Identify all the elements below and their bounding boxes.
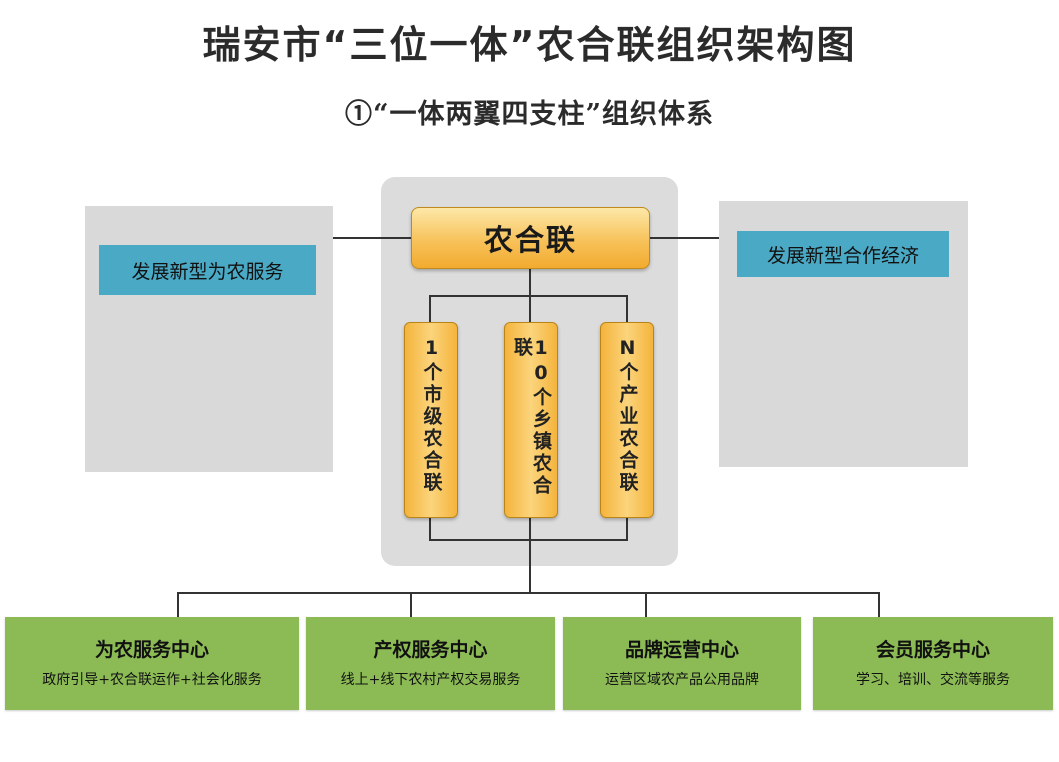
pillar-township: 10个乡镇农合联 xyxy=(504,322,558,518)
center-property-rights: 产权服务中心 线上+线下农村产权交易服务 xyxy=(306,617,555,710)
pillar-industry-label: N个产业农合联 xyxy=(616,337,639,494)
connector-centers-bar xyxy=(177,592,880,594)
center-desc: 政府引导+农合联运作+社会化服务 xyxy=(42,672,262,688)
connector-trunk xyxy=(529,539,531,594)
connector-pillars-bottom xyxy=(429,539,628,541)
connector-pillars-top xyxy=(429,295,628,297)
connector-pillar3-top xyxy=(626,295,628,322)
hub-node: 农合联 xyxy=(411,207,650,269)
connector-pillar2-top xyxy=(529,295,531,322)
connector-pillar2-bottom xyxy=(529,516,531,540)
center-desc: 运营区域农产品公用品牌 xyxy=(605,672,759,688)
pillar-township-label: 10个乡镇农合联 xyxy=(511,337,552,497)
pillar-industry: N个产业农合联 xyxy=(600,322,654,518)
right-wing-label: 发展新型合作经济 xyxy=(737,231,949,277)
connector-center1 xyxy=(177,592,179,617)
page-title: 瑞安市“三位一体”农合联组织架构图 xyxy=(202,23,857,67)
connector-pillar3-bottom xyxy=(626,516,628,540)
center-name: 为农服务中心 xyxy=(94,639,209,661)
pillar-city: 1个市级农合联 xyxy=(404,322,458,518)
center-desc: 学习、培训、交流等服务 xyxy=(856,672,1010,688)
connector-center2 xyxy=(410,592,412,617)
center-agri-service: 为农服务中心 政府引导+农合联运作+社会化服务 xyxy=(5,617,299,710)
connector-pillar1-bottom xyxy=(429,516,431,540)
center-name: 品牌运营中心 xyxy=(624,639,739,661)
center-name: 会员服务中心 xyxy=(875,639,990,661)
center-desc: 线上+线下农村产权交易服务 xyxy=(340,672,521,688)
connector-center3 xyxy=(645,592,647,617)
page-subtitle: ①“一体两翼四支柱”组织体系 xyxy=(344,99,715,130)
center-name: 产权服务中心 xyxy=(373,639,488,661)
center-member-service: 会员服务中心 学习、培训、交流等服务 xyxy=(813,617,1053,710)
connector-hub-down xyxy=(529,267,531,296)
connector-right-wing xyxy=(648,237,719,239)
pillar-city-label: 1个市级农合联 xyxy=(420,337,443,494)
connector-left-wing xyxy=(333,237,411,239)
connector-center4 xyxy=(878,592,880,617)
connector-pillar1-top xyxy=(429,295,431,322)
center-brand-operation: 品牌运营中心 运营区域农产品公用品牌 xyxy=(563,617,801,710)
left-wing-label: 发展新型为农服务 xyxy=(99,245,316,295)
